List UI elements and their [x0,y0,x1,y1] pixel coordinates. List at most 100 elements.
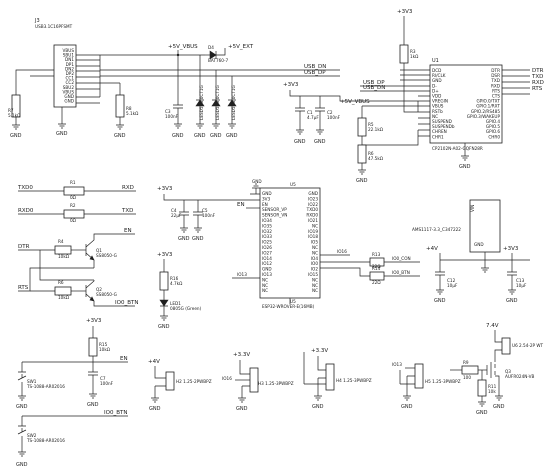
j3-part: USB3.1C16PFSMT [35,24,73,29]
c4-val: 22μF [171,213,182,218]
u1-right-pin-9: GPIO.3/WAKEUP [467,114,501,119]
rxd0-label: RXD0 [18,208,34,214]
j3-pin-4: DN2 [65,66,74,71]
r1-val: 0Ω [70,195,77,200]
u5-right-pin-5: IO21 [308,218,318,223]
txd-left: TXD [121,208,133,214]
u5-left-pin-labels: GND3V3ENSENSOR_VPSENSOR_VNIO34IO35IO32IO… [262,191,287,293]
gnd-r11: GND [476,410,488,416]
u5-right-pin-3: TXD0 [306,207,319,212]
c4-ref: C4 [171,208,177,213]
r7-val: 5.1kΩ [8,113,21,118]
u1-left-pin-8: RSTb [432,109,443,114]
plus3v3-ams: +3V3 [503,246,519,252]
u5-left-pin-2: EN [262,202,268,207]
ams-label: AMS1117-3.3_C347222 [412,227,461,232]
u5-left-pin-17: NC [262,283,268,288]
j3-pin-5: DP2 [66,71,75,76]
u5-left-pin-1: 3V3 [262,196,271,201]
u5-right-pin-18: NC [312,288,318,293]
h2-part: H2 1.25-2PWBPZ [176,379,212,384]
u5-left-pin-7: IO32 [262,229,272,234]
gnd-u1: GND [459,164,471,170]
tvs-diodes: LESD5D5.0CT1GGNDLESD5D5.0CT1GGNDLESD5D5.… [194,55,238,139]
d4-ref: D4 [208,45,214,50]
u1-left-pin-3: D- [432,83,437,88]
c13-val: 10μF [516,283,527,288]
c1-val: 4.7μF [307,115,319,120]
u5-right-pin-8: IO18 [308,234,318,239]
r4-val: 10kΩ [58,254,70,259]
u1-right-pin-6: GPIO.0/TXT [477,99,501,104]
r15-val: 10kΩ [99,347,111,352]
u5-right-pin-1: IO23 [308,196,318,201]
u1-left-pin-12: CHREN [432,129,447,134]
u5-right-pin-7: IO19 [308,229,318,234]
tvs-label-2: LESD5D5.0CT1G [215,85,220,120]
connector-h3: +3.3V IO16 H3 1.25-3PWBPZ GND [222,352,294,412]
gnd-sw2: GND [16,462,28,468]
ams-pin-vin: VIN [470,205,475,212]
u5-right-pin-12: IO4 [311,256,319,261]
gnd-c2: GND [314,139,326,145]
io16-h3: IO16 [222,376,232,381]
sw2-ref: SW2 [27,433,37,438]
r4-ref: R4 [58,239,64,244]
u5-left-pin-14: GND [262,267,272,272]
j3-pin-6: CC1 [65,76,74,81]
rts-out: RTS [532,86,543,92]
io13-h5: IO13 [392,362,402,367]
j3-pin-8: SBU2 [63,85,75,90]
u5-right-pin-17: NC [312,283,318,288]
r13-val: 22Ω [372,264,381,269]
u5-left-pin-0: GND [262,191,272,196]
io0-btn-esp: IO0_BTN [392,270,410,275]
r9-ref: R9 [463,360,469,365]
r14-ref: R14 [372,266,381,271]
u1-left-pin-5: VDD [432,94,441,99]
u5-left-pin-15: IO13 [262,272,272,277]
usb-dn-u1: USB_DN [363,85,385,91]
vbus-protection: +5V_VBUS D4 BAT760-7 +5V_EXT USB_DN USB_… [100,44,340,139]
c1-ref: C1 [307,110,313,115]
h5-part: H5 1.25-3PWBPZ [425,379,461,384]
tvs-label-1: LESD5D5.0CT1G [199,85,204,120]
r8-val: 5.1kΩ [126,111,139,116]
gnd-c7: GND [87,402,99,408]
r16-ref: R16 [170,276,179,281]
gnd-h2: GND [149,406,161,412]
u1-left-pin-6: VREGIN [432,99,448,104]
u5-right-pin-16: NC [312,277,318,282]
gnd-r6: GND [356,178,368,184]
u1-left-pin-7: VBUS [432,104,444,109]
gnd-led: GND [158,324,170,330]
r7-ref: R7 [8,108,14,113]
cp2102n-u1: U1 CP2102N-A02-GQFN28R DCDRI/CLKGNDD-D+V… [283,9,544,184]
u1-left-pin-2: GND [432,78,442,83]
u5-part: ESP32-WROVER-E(16MB) [262,304,315,309]
c7-ref: C7 [100,376,106,381]
r2-ref: R2 [70,203,76,208]
io0-btn-sw: IO0_BTN [104,410,127,416]
plus3v3-c4: +3V3 [157,186,173,192]
connector-h5: IO13 H5 1.25-3PWBPZ GND [392,362,461,410]
u5-left-pin-5: IO34 [262,218,272,223]
u1-right-pin-8: GPIO.2/RS485 [471,109,500,114]
u1-right-pin-4: RTS [492,88,500,93]
esp32-wrover-u5: U5 U5 ESP32-WROVER-E(16MB) GND3V3ENSENSO… [232,182,420,309]
q3-ref: Q3 [505,369,511,374]
gnd-tvs-3: GND [226,133,238,139]
rts-q2: RTS [18,285,29,291]
gnd-j3: GND [56,131,68,137]
u1-part: CP2102N-A02-GQFN28R [432,146,483,151]
u1-left-pin-0: DCD [432,68,441,73]
u5-left-pin-11: IO27 [262,250,272,255]
r2-val: 0Ω [70,218,77,223]
r15-ref: R15 [99,342,108,347]
plus3v3-r3: +3V3 [397,9,413,15]
c12-val: 10μF [447,283,458,288]
io0-con: IO0_CON [392,256,411,261]
